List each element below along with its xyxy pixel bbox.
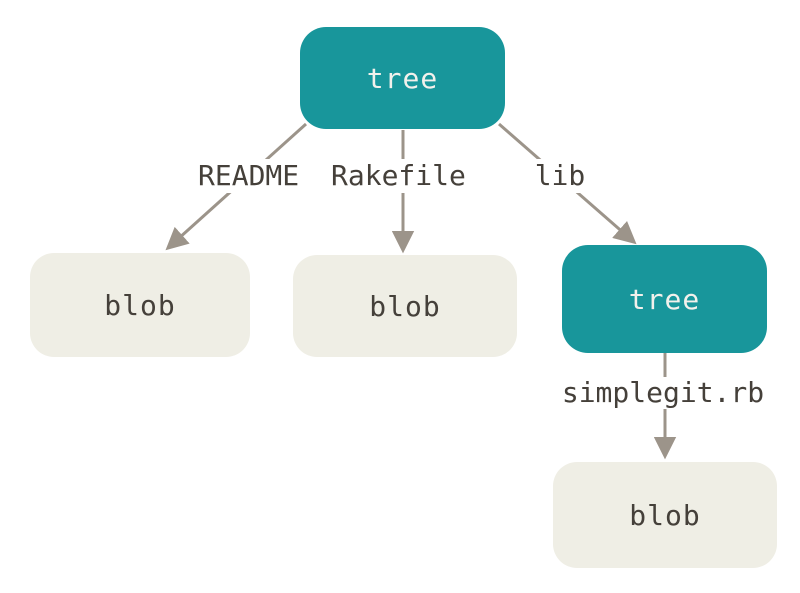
node-blob-rakefile: blob xyxy=(293,255,517,357)
edge-label-band: README Rakefile xyxy=(190,159,512,193)
edge-label-simplegit-text: simplegit.rb xyxy=(561,376,765,409)
node-blob-rakefile-label: blob xyxy=(369,289,441,323)
edge-label-lib: lib xyxy=(520,159,600,193)
node-tree-lib-label: tree xyxy=(628,282,701,316)
node-blob-readme: blob xyxy=(30,253,250,357)
node-tree-root-label: tree xyxy=(366,61,439,95)
edge-label-readme: README xyxy=(198,159,300,192)
edge-label-rakefile: Rakefile xyxy=(331,159,466,192)
node-tree-root: tree xyxy=(300,27,505,129)
node-blob-simplegit: blob xyxy=(553,462,777,568)
node-blob-simplegit-label: blob xyxy=(629,498,701,532)
node-tree-lib: tree xyxy=(562,245,767,353)
edge-label-lib-text: lib xyxy=(534,159,586,192)
edge-label-simplegit: simplegit.rb xyxy=(553,377,773,409)
node-blob-readme-label: blob xyxy=(104,288,176,322)
